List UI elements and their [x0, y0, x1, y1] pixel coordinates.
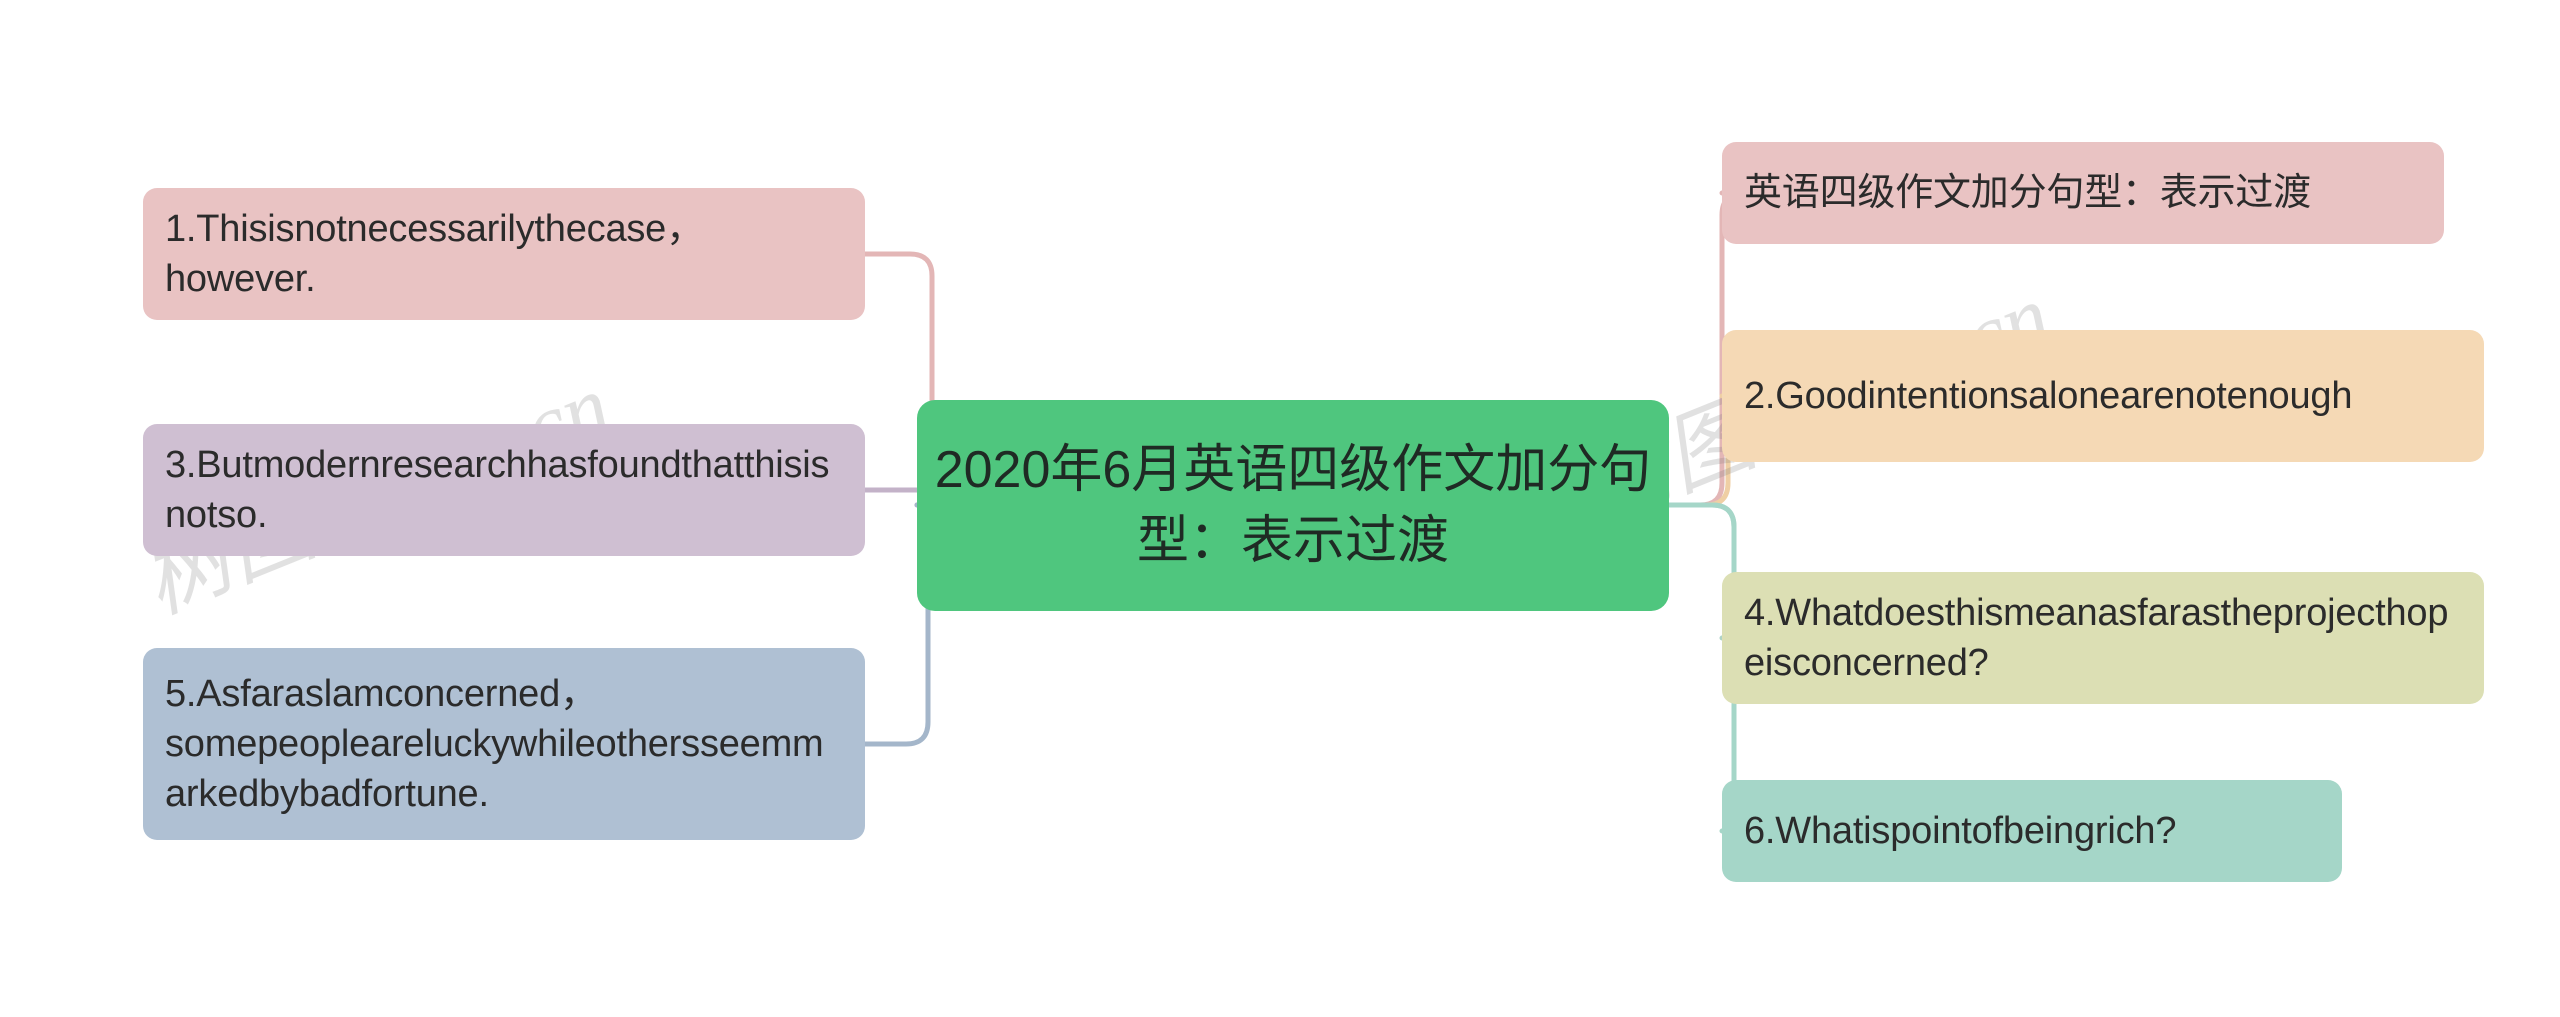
node-label: 2.Goodintentionsalonearenotenough [1744, 374, 2353, 417]
mindmap-node-right-4[interactable]: 4.Whatdoesthismeanasfarastheprojecthopei… [1722, 572, 2484, 704]
node-label: 英语四级作文加分句型：表示过渡 [1744, 171, 2312, 214]
mindmap-node-right-6[interactable]: 6.Whatispointofbeingrich? [1722, 780, 2342, 882]
root-node-label: 2020年6月英语四级作文加分句型：表示过渡 [934, 440, 1652, 570]
mindmap-node-left-3[interactable]: 3.Butmodernresearchhasfoundthatthisisnot… [143, 424, 865, 556]
node-label: 3.Butmodernresearchhasfoundthatthisisnot… [165, 443, 830, 536]
node-label: 5.Asfaraslamconcerned，somepeoplearelucky… [165, 672, 824, 816]
mindmap-node-right-2[interactable]: 2.Goodintentionsalonearenotenough [1722, 330, 2484, 462]
node-label: 6.Whatispointofbeingrich? [1744, 809, 2177, 852]
mindmap-node-left-1[interactable]: 1.Thisisnotnecessarilythecase，however. [143, 188, 865, 320]
mindmap-root-node[interactable]: 2020年6月英语四级作文加分句型：表示过渡 [917, 400, 1669, 611]
node-label: 1.Thisisnotnecessarilythecase，however. [165, 207, 704, 300]
node-label: 4.Whatdoesthismeanasfarastheprojecthopei… [1744, 591, 2449, 684]
mindmap-node-left-5[interactable]: 5.Asfaraslamconcerned，somepeoplearelucky… [143, 648, 865, 840]
mindmap-node-right-0[interactable]: 英语四级作文加分句型：表示过渡 [1722, 142, 2444, 244]
